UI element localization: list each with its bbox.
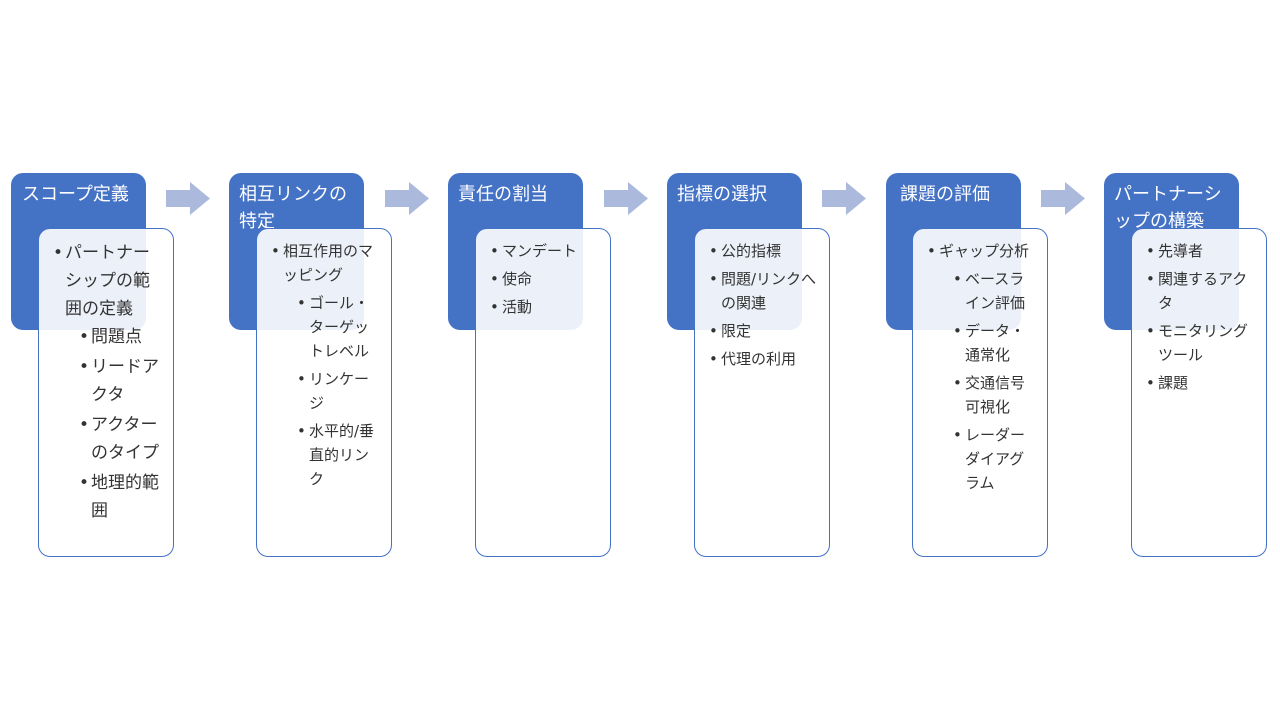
step-5-sub-2: データ・通常化 bbox=[952, 319, 1039, 367]
step-1-sub-3: アクターのタイプ bbox=[78, 411, 165, 467]
right-arrow-icon bbox=[166, 182, 210, 215]
step-2-card: 相互作用のマッピング ゴール・ターゲットレベル リンケージ 水平的/垂直的リンク bbox=[256, 228, 392, 557]
step-1-card: パートナーシップの範囲の定義 問題点 リードアクタ アクターのタイプ 地理的範囲 bbox=[38, 228, 174, 557]
right-arrow-icon bbox=[1041, 182, 1085, 215]
step-6-card: 先導者 関連するアクタ モニタリングツール 課題 bbox=[1131, 228, 1267, 557]
step-3-bullet-3: 活動 bbox=[489, 295, 602, 319]
step-2-bullet-1: 相互作用のマッピング ゴール・ターゲットレベル リンケージ 水平的/垂直的リンク bbox=[270, 239, 383, 491]
step-4-bullet-4: 代理の利用 bbox=[708, 347, 821, 371]
step-5-sub-4: レーダーダイアグラム bbox=[952, 423, 1039, 495]
step-5-card: ギャップ分析 ベースライン評価 データ・通常化 交通信号可視化 レーダーダイアグ… bbox=[912, 228, 1048, 557]
step-4-title: 指標の選択 bbox=[677, 184, 767, 205]
step-4-bullet-1: 公的指標 bbox=[708, 239, 821, 263]
step-1-sub-1: 問題点 bbox=[78, 323, 165, 351]
step-4-card: 公的指標 問題/リンクへの関連 限定 代理の利用 bbox=[694, 228, 830, 557]
step-1-sub-2: リードアクタ bbox=[78, 353, 165, 409]
step-3-title: 責任の割当 bbox=[458, 184, 548, 205]
step-6-bullet-4: 課題 bbox=[1145, 371, 1258, 395]
step-2-sub-2: リンケージ bbox=[296, 367, 383, 415]
step-3-bullet-1: マンデート bbox=[489, 239, 602, 263]
right-arrow-icon bbox=[385, 182, 429, 215]
step-4-bullet-2: 問題/リンクへの関連 bbox=[708, 267, 821, 315]
step-6-bullet-2: 関連するアクタ bbox=[1145, 267, 1258, 315]
step-5-sub-1: ベースライン評価 bbox=[952, 267, 1039, 315]
step-1-bullet-1: パートナーシップの範囲の定義 問題点 リードアクタ アクターのタイプ 地理的範囲 bbox=[52, 239, 165, 525]
step-1-bullet-1-text: パートナーシップの範囲の定義 bbox=[65, 243, 150, 319]
step-5-sub-3: 交通信号可視化 bbox=[952, 371, 1039, 419]
step-1-title: スコープ定義 bbox=[22, 184, 129, 205]
step-3-card: マンデート 使命 活動 bbox=[475, 228, 611, 557]
step-3-bullet-2: 使命 bbox=[489, 267, 602, 291]
step-6-title: パートナーシップの構築 bbox=[1114, 184, 1222, 232]
step-4-bullet-3: 限定 bbox=[708, 319, 821, 343]
right-arrow-icon bbox=[604, 182, 648, 215]
step-2-sub-3: 水平的/垂直的リンク bbox=[296, 419, 383, 491]
step-5-bullet-1-text: ギャップ分析 bbox=[939, 242, 1030, 260]
step-1-sub-4: 地理的範囲 bbox=[78, 469, 165, 525]
step-6-bullet-1: 先導者 bbox=[1145, 239, 1258, 263]
step-6-bullet-3: モニタリングツール bbox=[1145, 319, 1258, 367]
step-2-title: 相互リンクの特定 bbox=[239, 184, 347, 232]
step-2-bullet-1-text: 相互作用のマッピング bbox=[283, 242, 374, 284]
step-2-sub-1: ゴール・ターゲットレベル bbox=[296, 291, 383, 363]
step-5-bullet-1: ギャップ分析 ベースライン評価 データ・通常化 交通信号可視化 レーダーダイアグ… bbox=[926, 239, 1039, 495]
step-5-title: 課題の評価 bbox=[900, 184, 990, 205]
right-arrow-icon bbox=[822, 182, 866, 215]
